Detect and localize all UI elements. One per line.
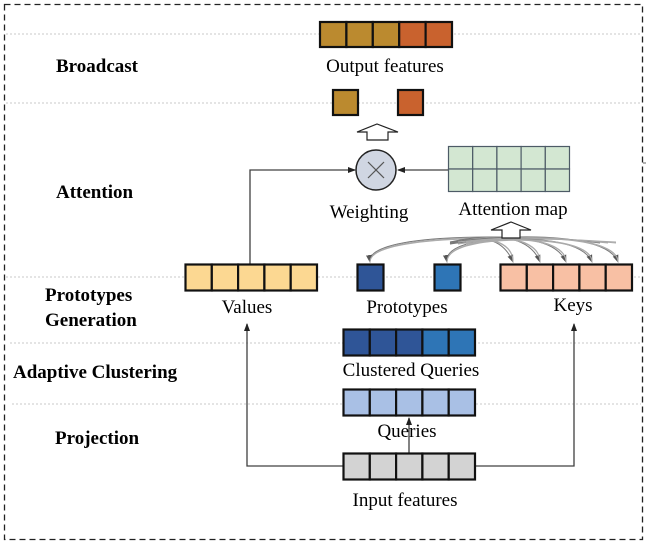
queries-block-cell xyxy=(447,388,477,417)
similarity-arrows xyxy=(365,236,619,263)
attention-map-cell xyxy=(447,168,474,193)
label-output-features: Output features xyxy=(326,56,444,77)
keys-block-cell xyxy=(551,263,581,292)
output-features-block-cell xyxy=(345,20,374,49)
values-block-cell xyxy=(289,263,319,292)
queries-block-cell xyxy=(421,388,450,417)
attention-map-cell xyxy=(544,168,571,193)
label-attention-map: Attention map xyxy=(458,199,567,220)
outer-frame xyxy=(3,3,644,541)
stage-label-broadcast: Broadcast xyxy=(56,56,139,77)
prototypes-block xyxy=(356,263,462,292)
connectors xyxy=(244,167,577,467)
input-features-block-cell xyxy=(395,452,424,481)
label-keys: Keys xyxy=(553,295,592,316)
values-block-cell xyxy=(263,263,292,292)
clustered-queries-block-cell xyxy=(421,328,450,357)
stage-label-attention: Attention xyxy=(56,182,133,203)
stage-label-generation: Generation xyxy=(45,310,137,331)
attention-map-cell xyxy=(544,145,571,170)
values-block-cell xyxy=(237,263,266,292)
values-block-cell xyxy=(210,263,240,292)
broadcast-cells-cell xyxy=(396,88,425,117)
similarity-arrow-strand xyxy=(465,239,593,263)
stage-label-adaptive-clustering: Adaptive Clustering xyxy=(13,362,178,383)
similarity-arrow-strand xyxy=(465,237,619,263)
queries-block-cell xyxy=(395,388,424,417)
values-to-weighting-arrow xyxy=(249,167,356,264)
attention-map-cell xyxy=(472,145,498,170)
label-queries: Queries xyxy=(377,421,436,442)
queries-block xyxy=(342,388,477,417)
attention-map-cell xyxy=(520,145,546,170)
queries-block-cell xyxy=(368,388,398,417)
input-features-block-cell xyxy=(342,452,371,481)
attention-map-grid xyxy=(447,145,571,193)
input-features-block-cell xyxy=(368,452,398,481)
output-features-block-cell xyxy=(424,20,454,49)
attention-map-cell xyxy=(472,168,498,193)
label-prototypes: Prototypes xyxy=(366,297,447,318)
stage-label-prototypes: Prototypes xyxy=(45,285,132,306)
keys-block-cell xyxy=(604,263,634,292)
hollow-up-arrow-weighting xyxy=(356,123,399,141)
keys-block-cell xyxy=(578,263,607,292)
attention-map-cell xyxy=(520,168,546,193)
clustered-queries-block-cell xyxy=(395,328,424,357)
clustered-queries-block-cell xyxy=(447,328,477,357)
output-features-block-cell xyxy=(371,20,401,49)
input-features-block-cell xyxy=(447,452,477,481)
label-clustered-queries: Clustered Queries xyxy=(343,360,480,381)
clustered-queries-block-cell xyxy=(342,328,371,357)
input-features-block xyxy=(342,452,477,481)
keys-block-cell xyxy=(525,263,555,292)
attention-map-cell xyxy=(447,145,474,170)
output-features-block-cell xyxy=(318,20,348,49)
attention-map-cell xyxy=(496,145,522,170)
label-input-features: Input features xyxy=(353,490,458,511)
output-features-block xyxy=(318,20,454,49)
multiply-icon-stroke-2 xyxy=(367,161,385,179)
clustered-queries-block-cell xyxy=(368,328,398,357)
label-weighting: Weighting xyxy=(330,202,409,223)
attention-map-cell xyxy=(496,168,522,193)
queries-block-cell xyxy=(342,388,371,417)
weighting-operator xyxy=(355,149,397,191)
prototypes-block-cell xyxy=(433,263,462,292)
input-features-block-cell xyxy=(421,452,450,481)
input-to-keys-arrow xyxy=(474,323,577,467)
values-block xyxy=(184,263,319,292)
clustered-queries-block xyxy=(342,328,477,357)
input-to-values-arrow xyxy=(244,323,343,467)
output-features-block-cell xyxy=(398,20,427,49)
prototypes-block-cell xyxy=(356,263,385,292)
values-block-cell xyxy=(184,263,213,292)
label-values: Values xyxy=(222,297,273,318)
broadcast-cells-cell xyxy=(331,88,360,117)
hollow-up-arrow-attention xyxy=(490,221,532,239)
broadcast-cells xyxy=(331,88,425,117)
keys-block xyxy=(499,263,634,292)
stage-label-projection: Projection xyxy=(55,428,139,449)
feature-blocks xyxy=(184,20,634,481)
keys-block-cell xyxy=(499,263,528,292)
